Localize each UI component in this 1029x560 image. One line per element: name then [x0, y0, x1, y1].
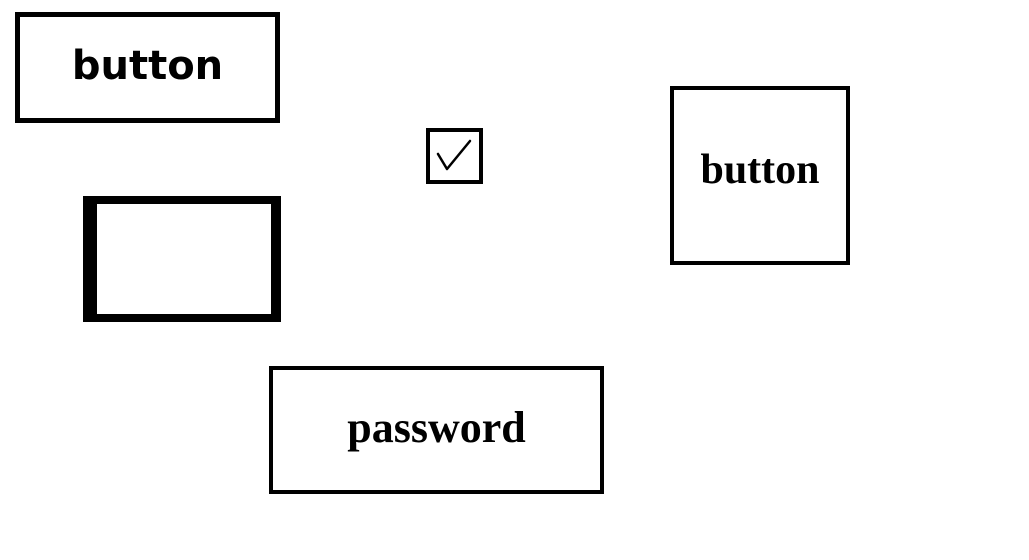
button-square-label: button	[700, 146, 820, 193]
checkbox[interactable]	[426, 128, 483, 184]
empty-input-box[interactable]	[83, 196, 281, 322]
password-field-label: password	[347, 402, 526, 452]
button-square[interactable]: button	[670, 86, 850, 265]
button-top-left-label: button	[71, 42, 224, 89]
checkmark-icon	[436, 139, 472, 171]
password-field[interactable]: password	[269, 366, 604, 494]
button-top-left[interactable]: button	[15, 12, 280, 123]
